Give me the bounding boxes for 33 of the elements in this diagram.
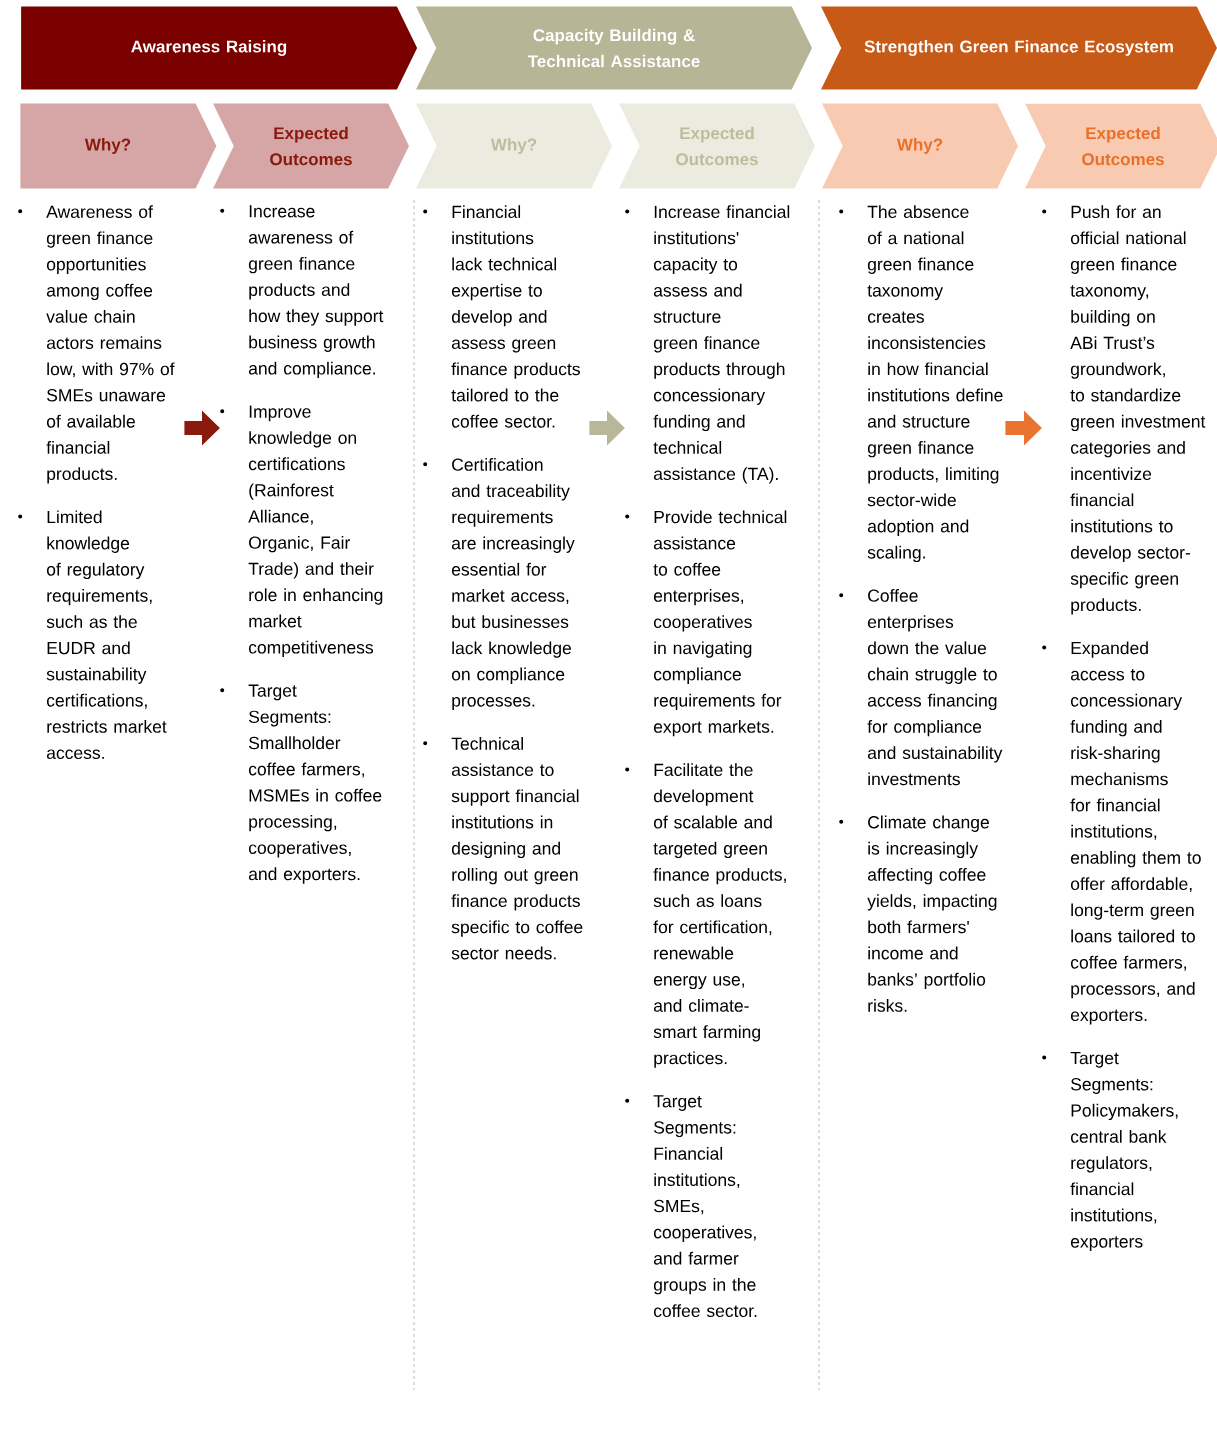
node-label: Climate change is increasingly affecting coffee yields, impacting both farmers' income and banks’ portfolio risks. bbox=[867, 815, 997, 1012]
section-header-banner: Strengthen Green Finance Ecosystem bbox=[821, 6, 1217, 90]
column-header-banner: Expected Outcomes bbox=[1025, 103, 1217, 189]
bullet-list: Increase financial institutions' capacity to assess and structure green finance products through concessionary funding and technical assistance (TA). Provide technical assistance to coffee enterprises, cooperatives in navigating compliance requirements for export markets. Facilitate the development of scalable and targeted green finance products, such as loans for certification, renewable energy use, and climate-smart farming practices. Target Segments: Financial institutions, SMEs, cooperatives, and farmer groups in the coffee sector. bbox=[625, 205, 790, 1318]
node-label: Target Segments: Smallholder coffee farmers, MSMEs in coffee processing, cooperatives, and exporters. bbox=[248, 684, 382, 884]
section-header-banner: Awareness Raising bbox=[21, 6, 418, 90]
node-label: Limited knowledge of regulatory requirements, such as the EUDR and sustainability certifications, restricts market access. bbox=[46, 510, 167, 760]
node-label: Coffee enterprises down the value chain struggle to access financing for compliance and sustainability investments bbox=[867, 589, 1003, 786]
node-label: Financial institutions lack technical expertise to develop and assess green finance products tailored to the coffee sector. bbox=[451, 205, 580, 428]
node-label: Push for an official national green finance taxonomy, building on ABi Trust’s groundwork, to standardize green investment categories and incentivize financial institutions to develop sector-specific green products. bbox=[1070, 205, 1206, 615]
node-label: Improve knowledge on certifications (Rainforest Alliance, Organic, Fair Trade) and their role in enhancing market competitiveness bbox=[248, 405, 383, 658]
section-header-banner: Capacity Building & Technical Assistance bbox=[416, 6, 812, 90]
bullet-list: Increase awareness of green finance products and how they support business growth and compliance. Improve knowledge on certifications (Rainforest Alliance, Organic, Fair Trade) and their role in enhancing market competitiveness Target Segments: Smallholder coffee farmers, MSMEs in coffee processing, cooperatives, and exporters. bbox=[220, 205, 384, 884]
node-label: Target Segments: Policymakers, central bank regulators, financial institutions, exporters bbox=[1070, 1052, 1178, 1252]
node-label: Increase financial institutions' capacity to assess and structure green finance products through concessionary funding and technical assistance (TA). bbox=[653, 205, 790, 484]
node-label: Certification and traceability requirements are increasingly essential for market access, but businesses lack knowledge on compliance processes. bbox=[451, 458, 575, 711]
column-header-banner: Expected Outcomes bbox=[213, 103, 409, 189]
node-label: Increase awareness of green finance products and how they support business growth and compliance. bbox=[248, 205, 384, 379]
column-header-banner: Why? bbox=[20, 103, 217, 189]
bullet-list: Awareness of green finance opportunities among coffee value chain actors remains low, with 97% of SMEs unaware of available financial products. Limited knowledge of regulatory requirements, such as the EUDR and sustainability certifications, restricts market access. bbox=[18, 205, 175, 760]
node-label: Provide technical assistance to coffee enterprises, cooperatives in navigating compliance requirements for export markets. bbox=[653, 510, 787, 737]
column-header-banner: Why? bbox=[416, 103, 612, 189]
column-header-banner: Why? bbox=[822, 103, 1018, 189]
node-label: Facilitate the development of scalable and targeted green finance products, such as loans for certification, renewable energy use, and climate-smart farming practices. bbox=[653, 763, 786, 1068]
bullet-list: Push for an official national green finance taxonomy, building on ABi Trust’s groundwork, to standardize green investment categories and incentivize financial institutions to develop sector-specific green products. Expanded access to concessionary funding and risk-sharing mechanisms for financial institutions, enabling them to offer affordable, long-term green loans tailored to coffee farmers, processors, and exporters. Target Segments: Policymakers, central bank regulators, financial institutions, exporters bbox=[1042, 205, 1206, 1252]
bullet-list: The absence of a national green finance taxonomy creates inconsistencies in how financial institutions define and structure green finance products, limiting sector-wide adoption and scaling. Coffee enterprises down the value chain struggle to access financing for compliance and sustainability investments Climate change is increasingly affecting coffee yields, impacting both farmers' income and banks’ portfolio risks. bbox=[839, 205, 1003, 1012]
node-label: Target Segments: Financial institutions, SMEs, cooperatives, and farmer groups in the coffee sector. bbox=[653, 1095, 757, 1318]
node-label: Awareness of green finance opportunities among coffee value chain actors remains low, with 97% of SMEs unaware of available financial products. bbox=[46, 205, 175, 484]
node-label: The absence of a national green finance taxonomy creates inconsistencies in how financial institutions define and structure green finance products, limiting sector-wide adoption and scaling. bbox=[867, 205, 1003, 563]
bullet-list: Financial institutions lack technical expertise to develop and assess green finance products tailored to the coffee sector. Certification and traceability requirements are increasingly essential for market access, but businesses lack knowledge on compliance processes. Technical assistance to support financial institutions in designing and rolling out green finance products specific to coffee sector needs. bbox=[423, 205, 583, 960]
column-header-banner: Expected Outcomes bbox=[619, 103, 815, 189]
node-label: Technical assistance to support financial institutions in designing and rolling out green finance products specific to coffee sector needs. bbox=[451, 736, 583, 960]
node-label: Expanded access to concessionary funding and risk-sharing mechanisms for financial institutions, enabling them to offer affordable, long-term green loans tailored to coffee farmers, processors, and exporters. bbox=[1070, 641, 1201, 1025]
